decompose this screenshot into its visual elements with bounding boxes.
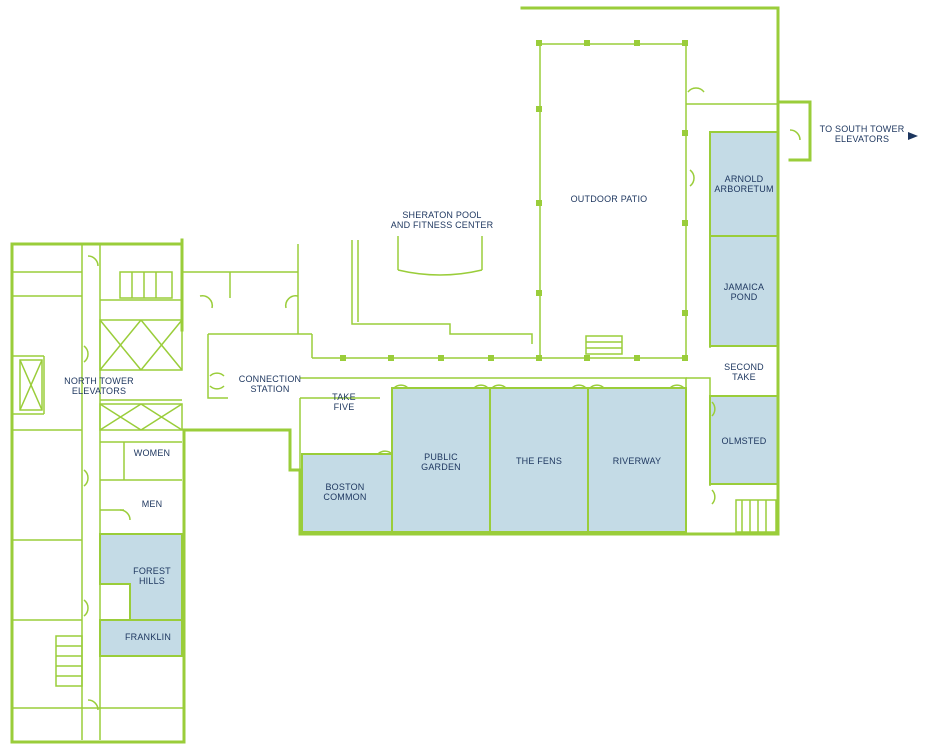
label-north-line1: NORTH TOWER xyxy=(64,376,134,386)
label-franklin: FRANKLIN xyxy=(125,632,171,642)
label-the-fens: THE FENS xyxy=(516,456,562,466)
label-pool-line2: AND FITNESS CENTER xyxy=(391,220,494,230)
label-south-line1: TO SOUTH TOWER xyxy=(820,124,905,134)
room-riverway[interactable] xyxy=(587,387,687,533)
label-north-line2: ELEVATORS xyxy=(72,386,126,396)
label-men: MEN xyxy=(142,499,163,509)
label-pool-line1: SHERATON POOL xyxy=(402,210,481,220)
label-take-five-line1: TAKE xyxy=(332,392,356,402)
label-outdoor-patio: OUTDOOR PATIO xyxy=(571,194,648,204)
label-arnold-line1: ARNOLD xyxy=(725,174,764,184)
label-boston-line2: COMMON xyxy=(323,492,366,502)
label-south-line2: ELEVATORS xyxy=(835,134,889,144)
label-riverway: RIVERWAY xyxy=(613,456,661,466)
label-connection-line2: STATION xyxy=(250,384,289,394)
arrow-right-icon xyxy=(908,132,918,140)
label-boston-line1: BOSTON xyxy=(325,482,364,492)
label-jamaica-line1: JAMAICA xyxy=(724,282,764,292)
label-forest-line1: FOREST xyxy=(133,566,171,576)
room-public-garden[interactable] xyxy=(391,387,491,533)
room-the-fens[interactable] xyxy=(489,387,589,533)
room-franklin[interactable] xyxy=(99,619,183,657)
label-second-line2: TAKE xyxy=(732,372,756,382)
label-jamaica-line2: POND xyxy=(731,292,758,302)
label-public-line1: PUBLIC xyxy=(424,452,458,462)
label-forest-line2: HILLS xyxy=(139,576,165,586)
label-second-line1: SECOND xyxy=(724,362,764,372)
label-public-line2: GARDEN xyxy=(421,462,461,472)
label-women: WOMEN xyxy=(134,448,171,458)
column-posts xyxy=(340,40,688,361)
label-olmsted: OLMSTED xyxy=(722,436,767,446)
label-arnold-line2: ARBORETUM xyxy=(714,184,773,194)
walls xyxy=(10,6,812,744)
label-take-five-line2: FIVE xyxy=(334,402,355,412)
room-jamaica-pond[interactable] xyxy=(709,235,779,347)
label-connection-line1: CONNECTION xyxy=(239,374,302,384)
